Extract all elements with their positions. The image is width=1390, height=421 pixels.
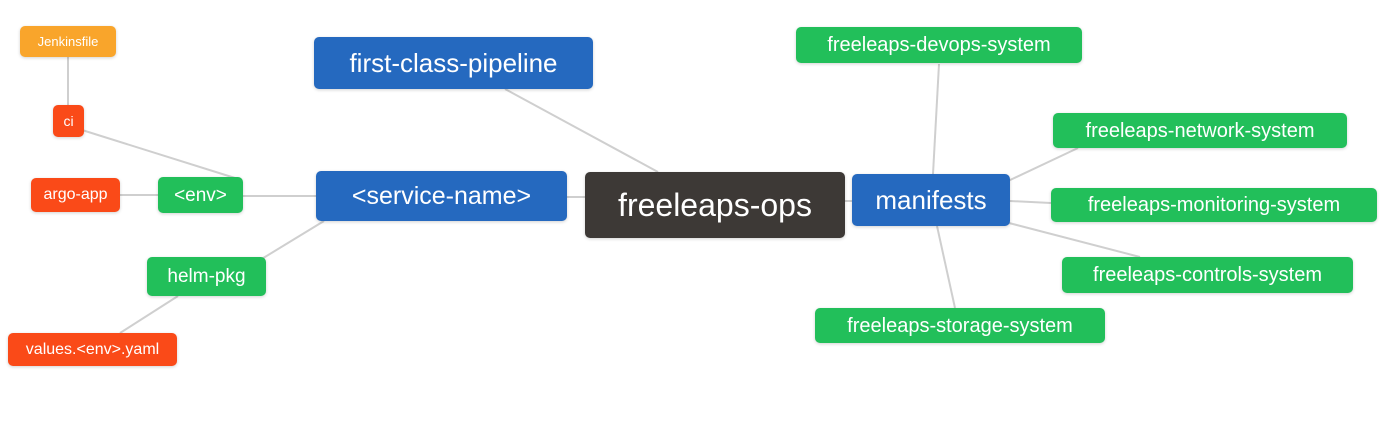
node-service-name[interactable]: <service-name> <box>316 171 567 221</box>
node-freeleaps-storage-system[interactable]: freeleaps-storage-system <box>815 308 1105 343</box>
node-argo-app[interactable]: argo-app <box>31 178 120 212</box>
edge-helm-pkg-to-service-name <box>259 220 325 261</box>
node-freeleaps-devops-system[interactable]: freeleaps-devops-system <box>796 27 1082 63</box>
node-freeleaps-ops[interactable]: freeleaps-ops <box>585 172 845 238</box>
node-manifests[interactable]: manifests <box>852 174 1010 226</box>
edge-manifests-to-freeleaps-network-system <box>1007 147 1079 182</box>
node-freeleaps-monitoring-system[interactable]: freeleaps-monitoring-system <box>1051 188 1377 222</box>
node-first-class-pipeline[interactable]: first-class-pipeline <box>314 37 593 89</box>
edge-manifests-to-freeleaps-storage-system <box>936 225 956 309</box>
edge-manifests-to-freeleaps-controls-system <box>1008 222 1141 258</box>
node-freeleaps-network-system[interactable]: freeleaps-network-system <box>1053 113 1347 148</box>
node-freeleaps-controls-system[interactable]: freeleaps-controls-system <box>1062 257 1353 293</box>
node-ci[interactable]: ci <box>53 105 84 137</box>
edge-manifests-to-freeleaps-monitoring-system <box>1009 200 1052 204</box>
edge-first-class-pipeline-to-freeleaps-ops <box>504 88 659 173</box>
node-env[interactable]: <env> <box>158 177 243 213</box>
node-values-env-yaml[interactable]: values.<env>.yaml <box>8 333 177 366</box>
edge-ci-to-env <box>81 129 236 179</box>
node-helm-pkg[interactable]: helm-pkg <box>147 257 266 296</box>
node-jenkinsfile[interactable]: Jenkinsfile <box>20 26 116 57</box>
edge-values-env-yaml-to-helm-pkg <box>119 295 179 334</box>
edge-manifests-to-freeleaps-devops-system <box>932 63 940 175</box>
